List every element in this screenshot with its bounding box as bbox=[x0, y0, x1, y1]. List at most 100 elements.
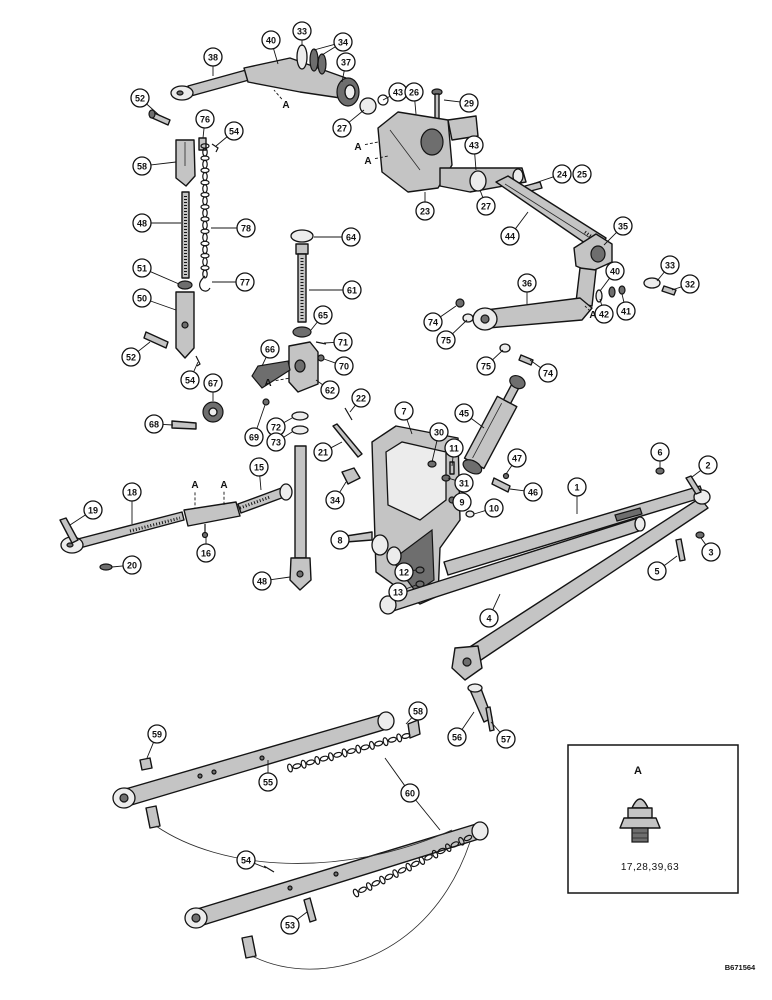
chain-link bbox=[358, 886, 367, 894]
callout-number: 34 bbox=[338, 38, 348, 48]
leader-line bbox=[505, 465, 513, 475]
leader-line bbox=[323, 358, 336, 364]
callout-number: 60 bbox=[405, 789, 415, 799]
leader-line bbox=[283, 431, 293, 438]
leader-line bbox=[330, 441, 343, 449]
callout-circle bbox=[447, 727, 467, 747]
callout-32: 32 bbox=[671, 274, 700, 294]
callout-number: 2 bbox=[705, 461, 710, 471]
callout-70: 70 bbox=[323, 356, 354, 376]
callout-number: 16 bbox=[201, 549, 211, 559]
callout-43: 43 bbox=[382, 82, 408, 102]
leader-line bbox=[69, 514, 86, 526]
spacer-washers bbox=[291, 411, 309, 435]
callout-19: 19 bbox=[69, 500, 103, 526]
rod-pins bbox=[455, 298, 534, 366]
chain-link bbox=[365, 882, 373, 891]
callout-number: 58 bbox=[137, 162, 147, 172]
callout-number: 58 bbox=[413, 707, 423, 717]
callout-number: 61 bbox=[347, 286, 357, 296]
leader-line bbox=[529, 359, 541, 369]
callout-number: 36 bbox=[522, 279, 532, 289]
frame-hardware bbox=[655, 467, 705, 562]
callout-60: 60 bbox=[384, 757, 441, 831]
callout-circle bbox=[252, 571, 272, 591]
callout-74: 74 bbox=[529, 359, 558, 383]
callout-number: 11 bbox=[449, 444, 459, 454]
callout-circle bbox=[336, 52, 356, 72]
leader-line bbox=[470, 418, 485, 429]
callout-circle bbox=[341, 227, 361, 247]
callout-69: 69 bbox=[244, 404, 266, 447]
lift-rod bbox=[170, 69, 250, 101]
right-lift-rod bbox=[472, 297, 593, 331]
callout-31: 31 bbox=[447, 473, 474, 493]
callout-circle bbox=[122, 555, 142, 575]
callout-2: 2 bbox=[691, 455, 718, 478]
leader-line bbox=[473, 510, 486, 515]
callout-circle bbox=[500, 226, 520, 246]
callout-number: 67 bbox=[208, 379, 218, 389]
jam-nut bbox=[177, 280, 193, 290]
callout-number: 30 bbox=[434, 428, 444, 438]
rockshaft-housing bbox=[377, 111, 527, 193]
cross-shaft bbox=[495, 175, 607, 253]
leader-line bbox=[492, 349, 504, 361]
chain-link bbox=[202, 245, 208, 255]
callout-circle bbox=[313, 442, 333, 462]
callout-circle bbox=[132, 288, 152, 308]
callout-number: 73 bbox=[271, 438, 281, 448]
callout-circle bbox=[244, 427, 264, 447]
callout-number: 33 bbox=[297, 27, 307, 37]
callout-number: 27 bbox=[337, 124, 347, 134]
callout-number: 62 bbox=[325, 386, 335, 396]
callout-circle bbox=[236, 218, 256, 238]
leveling-rod bbox=[181, 191, 190, 279]
leader-line bbox=[700, 537, 707, 545]
callout-circle bbox=[701, 542, 721, 562]
chain-link bbox=[396, 733, 403, 743]
callout-12: 12 bbox=[394, 562, 417, 582]
callout-number: 55 bbox=[263, 778, 273, 788]
leader-line bbox=[341, 70, 345, 83]
callout-circle bbox=[436, 330, 456, 350]
callout-circle bbox=[144, 414, 164, 434]
reference-mark: A bbox=[354, 141, 379, 153]
lower-clevis-bolt bbox=[143, 331, 169, 349]
callout-number: 43 bbox=[393, 88, 403, 98]
callout-67: 67 bbox=[203, 373, 223, 401]
callout-25: 25 bbox=[572, 164, 592, 184]
leader-line bbox=[531, 176, 554, 185]
leader-line bbox=[146, 103, 161, 117]
leader-line bbox=[270, 576, 291, 581]
leader-line bbox=[259, 475, 262, 491]
leader-line bbox=[405, 717, 413, 725]
leader-line bbox=[321, 46, 336, 56]
callout-number: 78 bbox=[241, 224, 251, 234]
leader-line bbox=[443, 99, 461, 103]
callout-number: 75 bbox=[441, 336, 451, 346]
chain-link bbox=[202, 257, 208, 267]
callout-circle bbox=[613, 216, 633, 236]
callout-number: 8 bbox=[337, 536, 342, 546]
reference-arrow bbox=[364, 141, 379, 146]
callout-number: 43 bbox=[469, 141, 479, 151]
callout-27: 27 bbox=[332, 109, 365, 138]
callout-circle bbox=[552, 164, 572, 184]
clevis-bolt bbox=[148, 109, 171, 126]
callout-number: 41 bbox=[621, 307, 631, 317]
callout-number: 68 bbox=[149, 420, 159, 430]
lift-link-rod bbox=[60, 511, 185, 554]
leader-line bbox=[256, 404, 266, 429]
callout-76: 76 bbox=[195, 109, 215, 139]
callout-circle bbox=[132, 156, 152, 176]
callout-number: 72 bbox=[271, 423, 281, 433]
bracket-hardware bbox=[345, 460, 475, 588]
chain-link bbox=[305, 759, 315, 766]
leader-line bbox=[382, 95, 391, 101]
callout-75: 75 bbox=[476, 349, 504, 376]
hanging-clevis-cables bbox=[145, 805, 471, 970]
leader-line bbox=[451, 456, 454, 467]
